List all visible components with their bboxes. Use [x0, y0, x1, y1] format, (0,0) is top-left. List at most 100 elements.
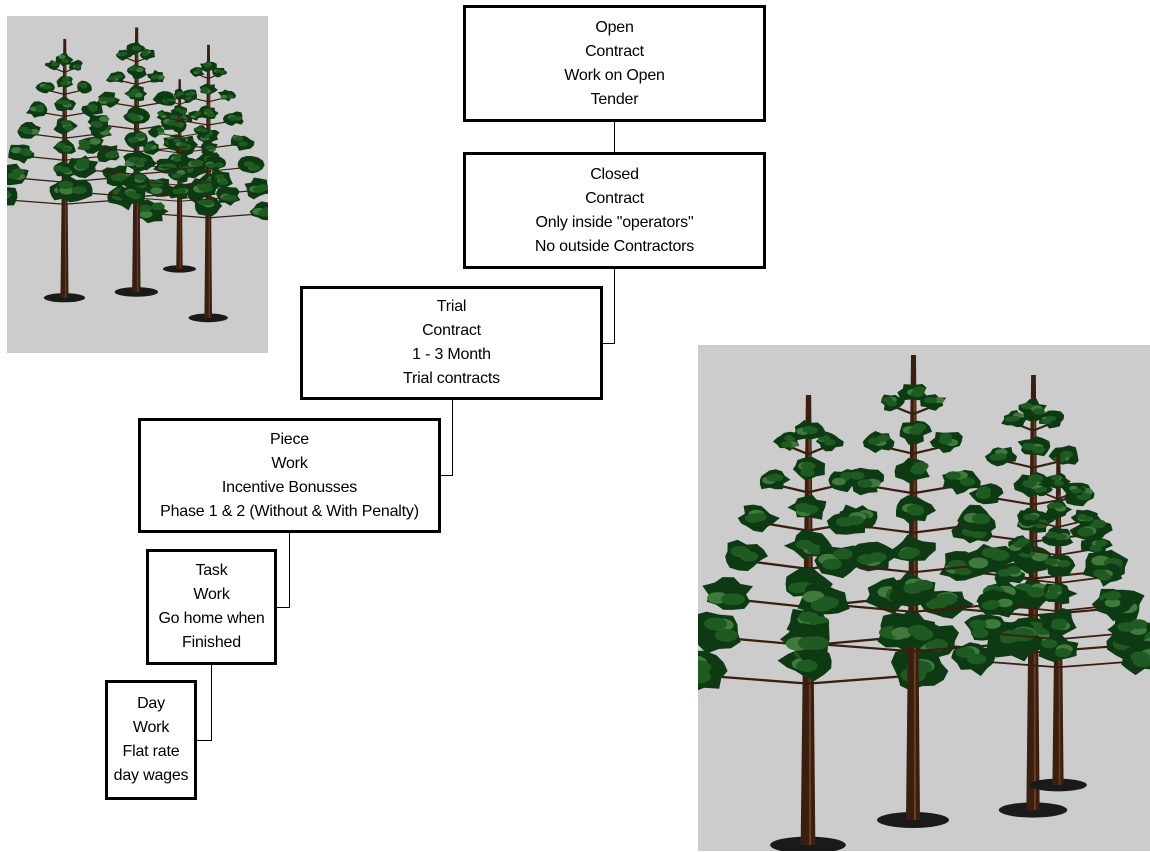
foliage-highlight: [203, 63, 211, 68]
foliage-highlight: [98, 96, 109, 102]
foliage-highlight: [141, 52, 149, 57]
foliage-highlight: [172, 157, 182, 162]
foliage-highlight: [903, 583, 923, 594]
foliage-highlight: [139, 210, 153, 219]
foliage-highlight: [984, 599, 1000, 609]
foliage-highlight: [795, 539, 814, 550]
foliage-highlight: [698, 660, 712, 675]
foliage-highlight: [7, 190, 10, 197]
foliage-highlight: [173, 122, 181, 127]
tree-shadow: [188, 313, 228, 323]
foliage-highlight: [730, 545, 749, 557]
foliage-highlight: [107, 76, 116, 81]
foliage-highlight: [127, 136, 139, 144]
foliage-highlight: [1077, 514, 1088, 520]
foliage-highlight: [61, 120, 71, 126]
foliage-highlight: [959, 477, 976, 486]
foliage-highlight: [1050, 474, 1061, 481]
foliage-highlight: [798, 636, 823, 650]
foliage-highlight: [912, 386, 926, 394]
foliage-highlight: [967, 653, 987, 665]
foliage-highlight: [192, 113, 199, 117]
foliage-highlight: [976, 486, 992, 495]
foliage-highlight: [1095, 539, 1108, 547]
foliage-clump: [7, 187, 18, 206]
foliage-highlight: [71, 186, 87, 195]
foliage-highlight: [822, 558, 842, 570]
foliage-highlight: [35, 107, 45, 113]
foliage-highlight: [857, 479, 873, 488]
foliage-highlight: [989, 549, 1010, 561]
foliage-highlight: [198, 184, 214, 193]
box-task-line-4: Finished: [182, 634, 241, 651]
foliage-highlight: [1022, 442, 1036, 451]
foliage-highlight: [1047, 584, 1063, 593]
connector-closed-trial: [603, 269, 615, 344]
foliage-highlight: [972, 514, 991, 525]
foliage-highlight: [58, 54, 66, 59]
foliage-highlight: [195, 126, 203, 131]
foliage-highlight: [184, 92, 192, 97]
foliage-highlight: [228, 116, 238, 121]
foliage-highlight: [76, 158, 90, 166]
foliage-highlight: [1077, 527, 1094, 537]
foliage-highlight: [98, 116, 110, 122]
foliage-highlight: [983, 619, 1001, 629]
foliage-highlight: [1044, 558, 1058, 566]
foliage-highlight: [882, 396, 893, 403]
foliage-highlight: [191, 159, 205, 168]
foliage-highlight: [61, 100, 71, 106]
foliage-highlight: [50, 63, 58, 67]
foliage-highlight: [135, 132, 147, 139]
box-trial-line-3: 1 - 3 Month: [412, 346, 491, 363]
foliage-highlight: [910, 466, 926, 475]
foliage-highlight: [115, 74, 124, 79]
pine-tree: [698, 395, 949, 851]
foliage-highlight: [205, 145, 214, 150]
foliage-highlight: [80, 84, 88, 89]
foliage-highlight: [1133, 656, 1150, 668]
foliage-highlight: [714, 629, 738, 642]
foliage-highlight: [150, 187, 163, 195]
foliage-highlight: [846, 515, 864, 526]
foliage-highlight: [945, 471, 961, 480]
foliage-highlight: [970, 628, 989, 639]
foliage-highlight: [750, 512, 767, 522]
foliage-highlight: [151, 202, 165, 211]
foliage-highlight: [179, 142, 188, 147]
foliage-highlight: [58, 180, 74, 190]
foliage-highlight: [106, 97, 116, 103]
box-open-line-1: Open: [595, 18, 634, 36]
pine-trees-illustration-small: [7, 16, 268, 353]
foliage-highlight: [796, 659, 818, 672]
box-closed-contract: Closed Contract Only inside "operators" …: [463, 152, 766, 269]
foliage-highlight: [1027, 587, 1046, 598]
box-trial-contract: Trial Contract 1 - 3 Month Trial contrac…: [300, 286, 603, 400]
foliage-highlight: [187, 96, 193, 100]
foliage-highlight: [219, 70, 225, 74]
foliage-highlight: [1010, 627, 1036, 642]
foliage-highlight: [92, 121, 104, 128]
box-day-line-1: Day: [137, 695, 165, 712]
foliage-highlight: [87, 103, 96, 109]
foliage-highlight: [61, 146, 72, 153]
foliage-highlight: [1031, 551, 1049, 562]
foliage-highlight: [171, 173, 181, 179]
foliage-highlight: [200, 89, 208, 94]
foliage-highlight: [60, 80, 69, 86]
foliage-highlight: [1051, 618, 1068, 627]
foliage-highlight: [145, 143, 154, 148]
foliage-highlight: [118, 52, 126, 57]
foliage-highlight: [1117, 622, 1135, 632]
foliage-highlight: [906, 504, 924, 514]
foliage-highlight: [802, 504, 819, 514]
foliage-highlight: [61, 58, 70, 63]
foliage-highlight: [1093, 569, 1107, 578]
foliage-highlight: [857, 554, 876, 565]
foliage-highlight: [1032, 408, 1045, 415]
foliage-highlight: [78, 143, 91, 151]
foliage-highlight: [1089, 519, 1106, 529]
foliage-highlight: [138, 204, 152, 212]
foliage-highlight: [64, 125, 74, 131]
